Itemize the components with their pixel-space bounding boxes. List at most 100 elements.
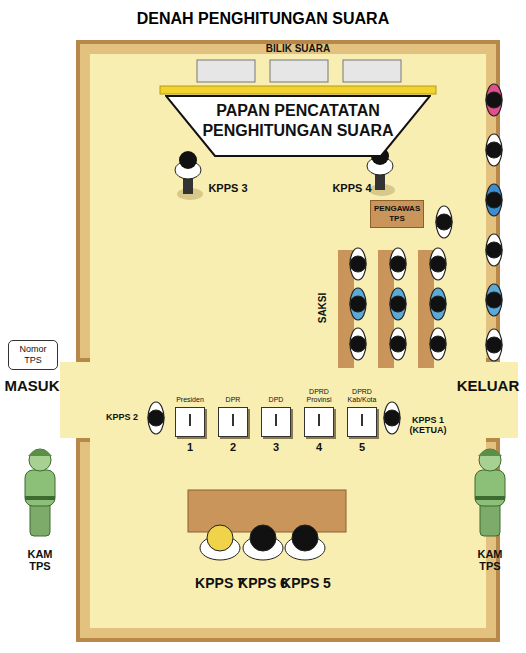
person-figure: [390, 248, 406, 280]
diagram-title: DENAH PENGHITUNGAN SUARA: [0, 10, 526, 28]
witness-label: SAKSI: [317, 293, 328, 324]
door-jamb: [76, 438, 90, 442]
shoulders: [436, 206, 452, 238]
person-figure: [430, 248, 446, 280]
ballot-slot: [318, 414, 320, 426]
board-shape: [166, 96, 430, 156]
shoulders: [486, 184, 502, 216]
booth-label: BILIK SUARA: [266, 43, 330, 54]
ballot-label: DPRD Kab/Kota: [342, 386, 382, 404]
person-figure: [486, 184, 502, 216]
ballot-box: DPD3: [256, 386, 296, 453]
head: [390, 296, 406, 312]
head: [350, 336, 366, 352]
person-figure: [486, 284, 502, 316]
guard-label: KAM TPS: [23, 548, 57, 572]
shoulders: [384, 402, 400, 434]
ballot-label: Presiden: [176, 386, 204, 404]
head: [207, 525, 233, 551]
ballot-box-body: [175, 407, 205, 437]
head: [29, 449, 51, 471]
head: [148, 410, 164, 426]
shoulders: [486, 329, 502, 361]
head: [486, 292, 502, 308]
staff-label: KPPS 5: [281, 576, 331, 591]
person-figure: [390, 328, 406, 360]
person-figure: [486, 134, 502, 166]
person-figure: [350, 328, 366, 360]
staff-label: KPPS 7: [195, 576, 245, 591]
belt: [25, 496, 55, 500]
ballot-box-body: [347, 407, 377, 437]
person-figure: [384, 402, 400, 434]
person-figure: [350, 248, 366, 280]
ballot-box: DPR2: [213, 386, 253, 453]
person-figure: [486, 234, 502, 266]
head: [292, 525, 318, 551]
head: [486, 337, 502, 353]
head: [179, 151, 197, 169]
board-title: PAPAN PENCATATAN PENGHITUNGAN SUARA: [198, 101, 398, 141]
notice-board: PAPAN PENCATATAN PENGHITUNGAN SUARA: [165, 95, 431, 157]
head: [430, 296, 446, 312]
ballot-slot: [361, 414, 363, 426]
shoulders: [350, 288, 366, 320]
head: [390, 256, 406, 272]
shoulders: [390, 248, 406, 280]
sign-label: Nomor TPS: [11, 344, 55, 366]
entrance-label: MASUK: [5, 378, 60, 395]
ballot-number: 3: [273, 441, 279, 453]
ballot-number: 1: [187, 441, 193, 453]
shoulders: [390, 288, 406, 320]
board-frame: [160, 86, 436, 94]
person-figure: [175, 151, 203, 200]
staff-label: KPPS 4: [332, 182, 371, 194]
shoulders: [430, 288, 446, 320]
shoulders: [148, 402, 164, 434]
voting-booth: [270, 60, 328, 82]
shoulders: [486, 234, 502, 266]
ballot-slot: [275, 414, 277, 426]
shoulders: [350, 328, 366, 360]
ballot-box-body: [218, 407, 248, 437]
shoulders: [430, 248, 446, 280]
station-number-sign: Nomor TPS: [8, 340, 58, 370]
body: [25, 470, 55, 506]
ballot-number: 5: [359, 441, 365, 453]
voting-booth: [343, 60, 401, 82]
shoulders: [486, 284, 502, 316]
ballot-box: Presiden 1: [170, 386, 210, 453]
person-figure: [486, 84, 502, 116]
head: [430, 336, 446, 352]
cap: [478, 449, 502, 456]
ballot-box: DPRD Kab/Kota 5: [342, 386, 382, 453]
supervisor-table: PENGAWAS TPS: [370, 200, 424, 228]
head: [486, 92, 502, 108]
exit-label: KELUAR: [457, 378, 520, 395]
saksi-tables: [338, 250, 434, 368]
head: [350, 296, 366, 312]
staff-label: KPPS 3: [208, 182, 247, 194]
room-wall: [80, 44, 496, 638]
door-jamb: [486, 438, 500, 442]
person-figure: [430, 288, 446, 320]
guard-figure: [25, 449, 55, 536]
doorway: [60, 362, 518, 438]
head: [350, 256, 366, 272]
staff-label: KPPS 2: [106, 413, 138, 423]
ballot-box-body: [261, 407, 291, 437]
head: [250, 525, 276, 551]
staff-label: KPPS 1 (KETUA): [402, 416, 454, 436]
voting-booths: [197, 60, 401, 82]
ballot-number: 4: [316, 441, 322, 453]
shoulders: [486, 134, 502, 166]
people: [25, 84, 505, 560]
head: [390, 336, 406, 352]
guard-label: KAM TPS: [473, 548, 507, 572]
room-wall-outline: [76, 40, 500, 642]
ballot-label: DPRD Provinsi: [299, 386, 339, 404]
head: [384, 410, 400, 426]
table-label: PENGAWAS TPS: [374, 204, 420, 224]
body: [475, 470, 505, 506]
